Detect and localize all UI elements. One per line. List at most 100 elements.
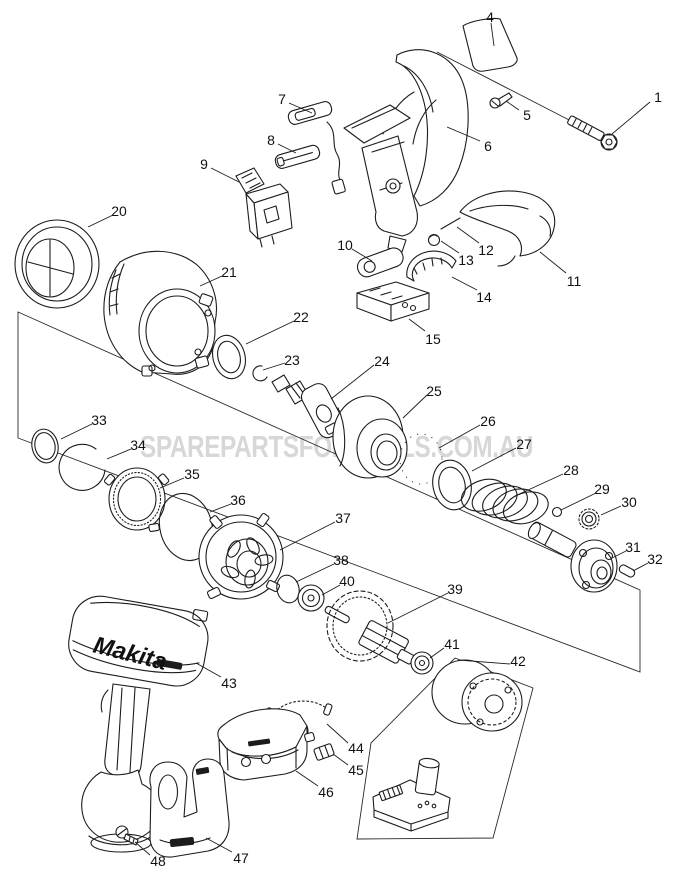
part-22-washer-drawing [211,334,247,380]
part-30-gear-drawing [578,508,600,530]
leader-line-32 [632,562,649,572]
part-29-ball-drawing [551,506,563,518]
part-33-ring-drawing [31,428,59,464]
leader-line-15 [408,318,426,332]
leader-line-21 [199,275,223,287]
part-label-38-o-ring: 38 [333,552,349,568]
leader-line-27 [471,447,517,472]
part-label-31-spindle: 31 [625,539,641,555]
part-label-42-stator-assembly: 42 [510,653,526,669]
leader-line-26 [438,424,481,449]
part-label-22-washer: 22 [293,309,309,325]
part-11-rear-cover-drawing [459,190,556,267]
part-label-23-snap-ring: 23 [284,352,300,368]
part-20-bumper-drawing [14,219,100,309]
leader-line-28 [514,473,564,497]
part-8-button-drawing [274,144,321,169]
part-41-bearing-drawing [410,651,434,675]
part-label-41-ball-bearing: 41 [444,636,460,652]
part-12-pin-drawing [440,217,461,230]
leader-line-6 [446,126,481,142]
part-31-spindle-drawing [527,521,618,593]
part-label-34-stop-ring: 34 [130,437,146,453]
part-label-47-belt-hook: 47 [233,850,249,866]
leader-line-20 [87,214,114,228]
leader-line-8 [277,143,297,154]
part-9-switch-drawing [235,167,293,248]
leader-line-35 [159,477,185,489]
part-label-30-pinion-gear: 30 [621,494,637,510]
part-label-10-cover: 10 [337,237,353,253]
leader-line-47 [205,837,233,853]
leader-line-4 [490,22,495,47]
leader-line-30 [600,505,622,516]
part-5-screw-drawing [489,92,513,109]
leader-line-22 [245,320,295,345]
part-label-4-name-plate: 4 [486,9,494,25]
leader-line-42 [457,659,511,665]
leader-line-34 [106,448,132,460]
part-48-screw-drawing [115,825,139,846]
leader-line-38 [295,563,335,583]
leader-line-36 [209,503,232,513]
part-35-spring-ring-drawing [103,467,170,533]
part-47-hook-drawing [149,758,230,858]
part-1-bolt-drawing [567,115,618,151]
part-label-27-flat-washer: 27 [516,436,532,452]
leader-line-41 [429,647,445,659]
leader-line-9 [210,167,240,183]
part-38-o-ring-drawing [276,574,300,604]
part-label-45-connector: 45 [348,762,364,778]
part-32-pin-drawing [618,564,636,578]
bolt-assembly-line [436,51,574,123]
leader-line-23 [262,362,286,371]
part-14-lever-drawing [406,250,457,282]
part-label-8-switch-button: 8 [267,132,275,148]
leader-line-12 [456,226,480,244]
leader-line-39 [387,592,449,624]
part-40-bearing-drawing [297,584,325,612]
part-label-15-terminal: 15 [425,331,441,347]
part-label-11-rear-cover: 11 [567,273,582,289]
part-label-40-ball-bearing: 40 [339,573,355,589]
leader-line-31 [611,550,627,559]
leader-line-5 [505,100,520,111]
part-label-37-bearing-box: 37 [335,510,351,526]
part-label-28-compression-spring: 28 [563,462,579,478]
part-24-anvil-drawing [271,374,345,439]
leader-line-48 [134,841,151,856]
leader-line-29 [560,492,597,511]
leader-line-46 [295,770,319,787]
leader-line-37 [279,521,336,551]
part-43-motor-housing-drawing: Makita [68,595,209,853]
leader-line-13 [440,240,460,254]
leader-line-7 [288,102,313,114]
part-label-32-pin: 32 [647,551,663,567]
part-label-24-anvil: 24 [374,353,390,369]
part-15-terminal-drawing [356,281,430,322]
part-39-armature-drawing [324,590,422,672]
part-label-48-screw: 48 [150,853,166,869]
part-label-21-hammer-case: 21 [221,264,237,280]
part-34-stop-ring-drawing [58,443,106,491]
part-label-36-o-ring: 36 [230,492,246,508]
part-label-33-ring: 33 [91,412,107,428]
part-10-cover-drawing [356,247,404,278]
leader-line-14 [451,276,478,291]
part-label-46-controller: 46 [318,784,334,800]
leader-line-43 [195,662,222,678]
part-label-12-pin: 12 [478,242,494,258]
part-26-ball-ring-drawing [399,433,443,485]
part-42-stator-drawing [372,659,523,832]
leader-line-40 [321,584,341,596]
part-label-7-led-circuit: 7 [278,91,286,107]
part-4-name-plate-drawing [462,17,518,72]
part-45-connector-drawing [313,743,335,761]
part-label-9-switch: 9 [200,156,208,172]
part-23-snap-ring-drawing [252,365,268,382]
assembly-group-outlines [17,51,641,840]
leader-line-1 [611,101,651,135]
